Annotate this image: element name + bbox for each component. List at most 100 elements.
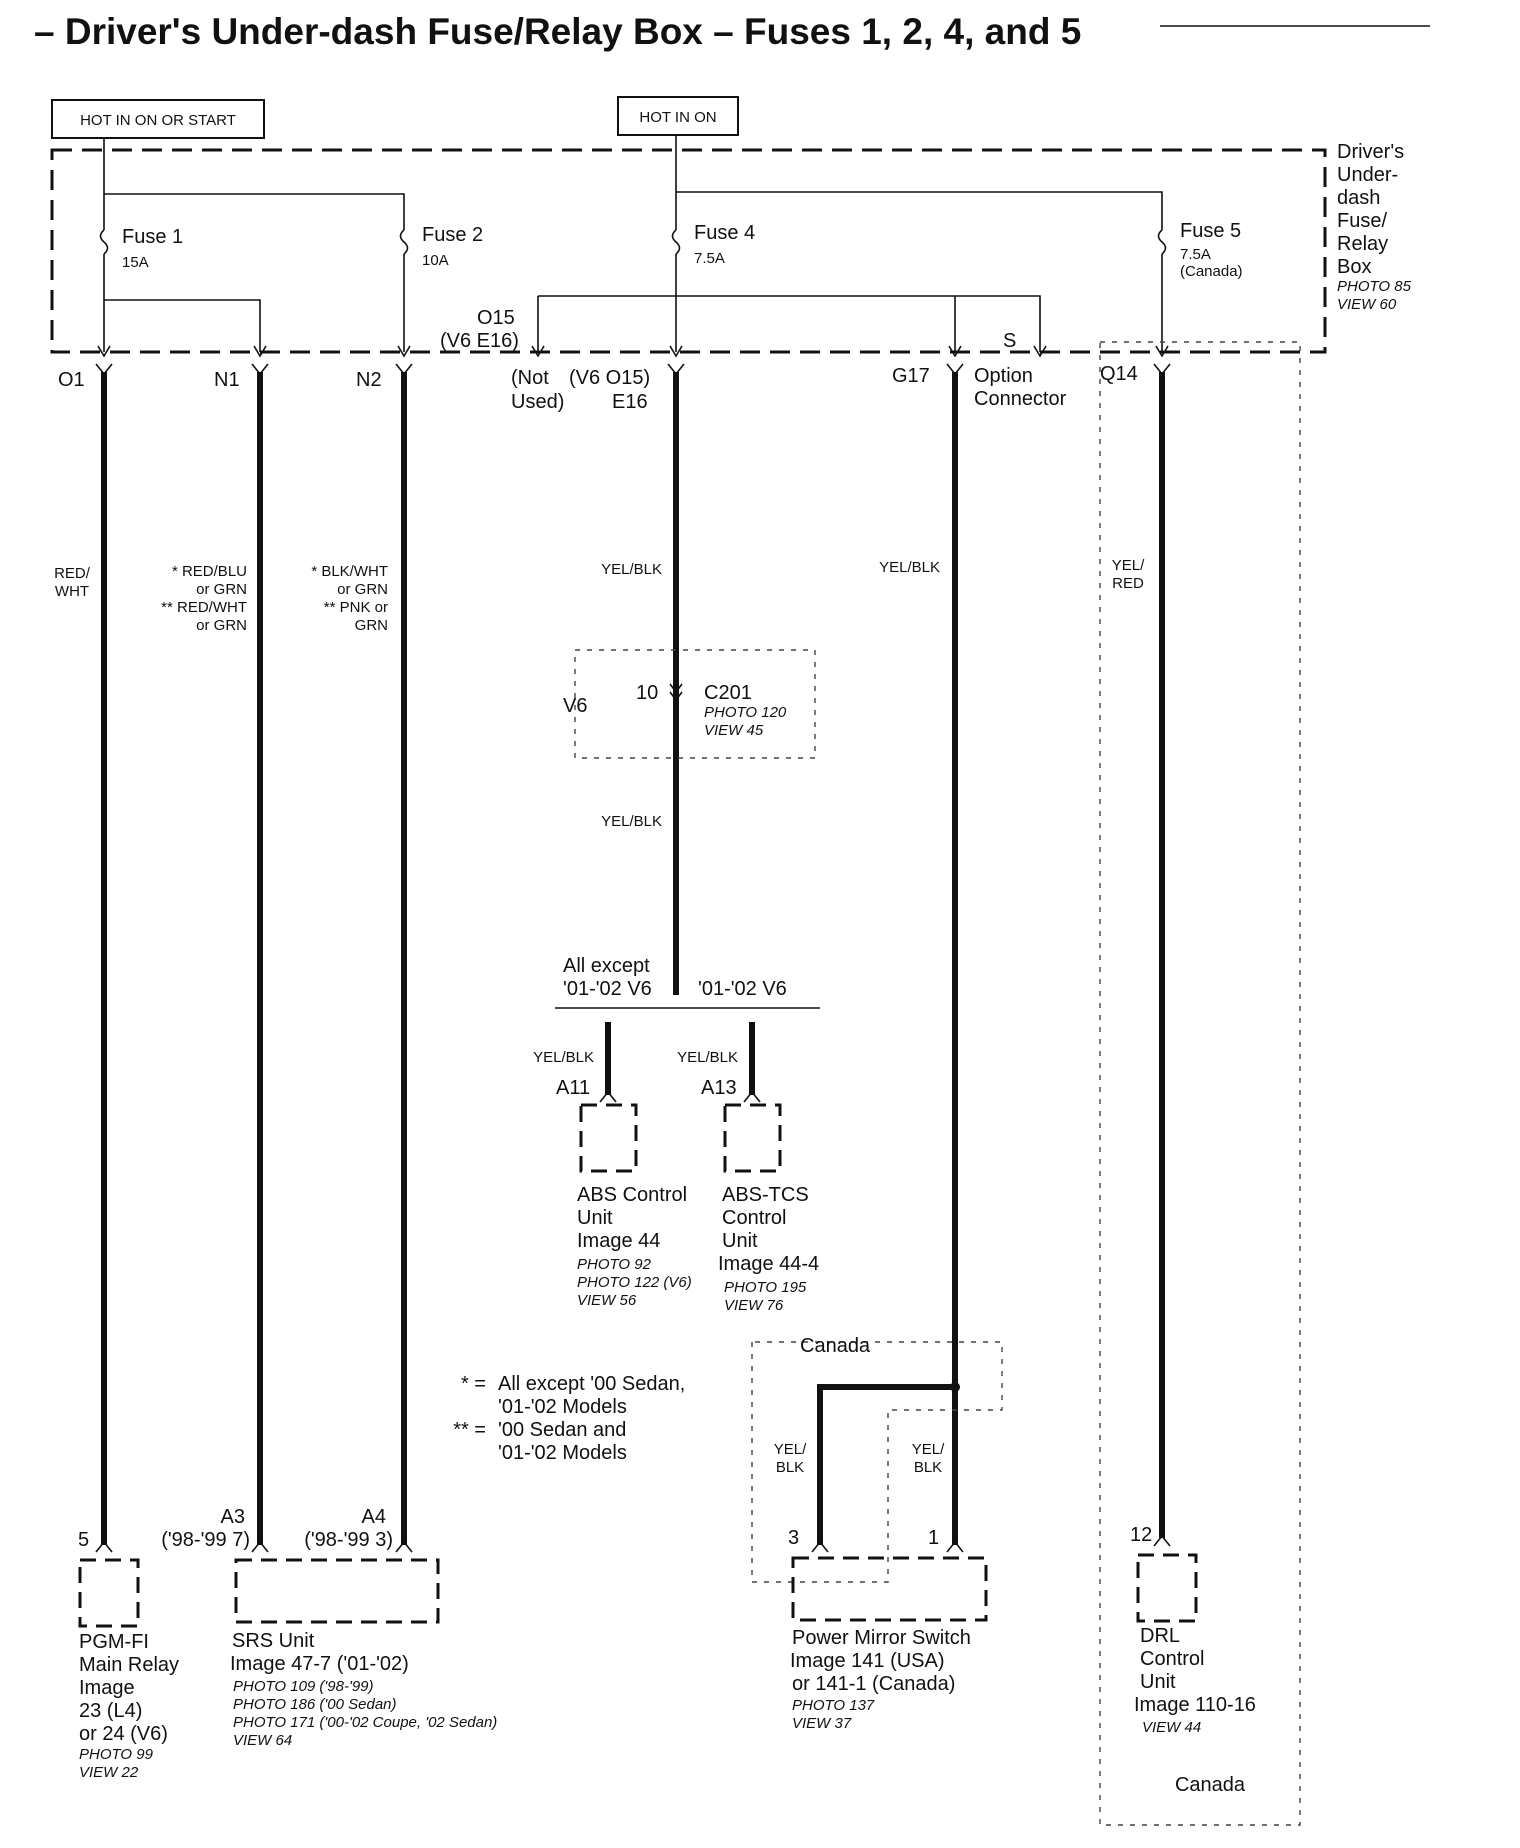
canada-mirror-region bbox=[751, 1341, 1003, 1583]
abs-tcs-label: ABS-TCS bbox=[722, 1184, 809, 1206]
note-star1-marker: * = bbox=[461, 1373, 486, 1395]
fuse-1-rating: 15A bbox=[122, 254, 149, 271]
pm-label: or 141-1 (Canada) bbox=[792, 1673, 955, 1695]
canada-bottom-label: Canada bbox=[1175, 1774, 1246, 1796]
c201-v6-label: V6 bbox=[563, 695, 587, 717]
terminal-g17: G17 bbox=[892, 365, 930, 387]
pm-view: VIEW 37 bbox=[792, 1715, 852, 1732]
terminal-o15-alt: (V6 E16) bbox=[440, 330, 519, 352]
drl-label: Image 110-16 bbox=[1134, 1694, 1256, 1716]
wire-color-n1: or GRN bbox=[196, 581, 247, 598]
fuse-1-branch bbox=[103, 299, 261, 352]
fuse-2-rating: 10A bbox=[422, 252, 449, 269]
box-name-line: Box bbox=[1337, 256, 1371, 278]
drl-view: VIEW 44 bbox=[1142, 1719, 1201, 1736]
fuse-5-note: (Canada) bbox=[1180, 263, 1243, 280]
abs-photo: PHOTO 122 (V6) bbox=[577, 1274, 692, 1291]
wire-color-pm3: YEL/ bbox=[774, 1441, 807, 1458]
wire-color-a11: YEL/BLK bbox=[533, 1049, 594, 1066]
split-right-label: '01-'02 V6 bbox=[698, 978, 787, 1000]
abs-tcs-pin: A13 bbox=[701, 1077, 737, 1099]
abs-tcs-label: Image 44-4 bbox=[718, 1253, 819, 1275]
terminal-o15: O15 bbox=[477, 307, 515, 329]
wire-color-n2: * BLK/WHT bbox=[311, 563, 388, 580]
fuse-4-5-bus bbox=[675, 135, 1163, 352]
box-pin-arrows bbox=[97, 345, 1169, 358]
c201-symbol bbox=[669, 683, 683, 702]
abs-label: Image 44 bbox=[577, 1230, 660, 1252]
abs-tcs-label: Control bbox=[722, 1207, 786, 1229]
drl-pin: 12 bbox=[1130, 1524, 1152, 1546]
pm-photo: PHOTO 137 bbox=[792, 1697, 875, 1714]
wire-color-pm3: BLK bbox=[776, 1459, 804, 1476]
wire-color-n2: GRN bbox=[355, 617, 388, 634]
pgm-label: Image bbox=[79, 1677, 135, 1699]
wire-color-g17: YEL/BLK bbox=[879, 559, 940, 576]
srs-pin-a4-alt: ('98-'99 3) bbox=[304, 1529, 393, 1551]
pm-pin-3: 3 bbox=[788, 1527, 799, 1549]
drl-control-unit-box bbox=[1136, 1553, 1198, 1623]
component-pin-arrows bbox=[95, 1534, 1171, 1553]
abs-pin-arrows bbox=[599, 1090, 761, 1103]
abs-pin: A11 bbox=[556, 1077, 590, 1099]
hot-in-on-box bbox=[617, 96, 739, 136]
pm-label: Image 141 (USA) bbox=[790, 1650, 945, 1672]
fuse-5-symbol bbox=[1157, 229, 1167, 255]
wire-color-q14: RED bbox=[1112, 575, 1144, 592]
abs-control-unit-box bbox=[579, 1103, 638, 1173]
srs-unit-box bbox=[234, 1558, 440, 1624]
abs-tcs-view: VIEW 76 bbox=[724, 1297, 784, 1314]
wire-color-n1: ** RED/WHT bbox=[161, 599, 247, 616]
abs-tcs-photo: PHOTO 195 bbox=[724, 1279, 807, 1296]
note-star2-marker: ** = bbox=[453, 1419, 486, 1441]
terminal-v6-o15: (V6 O15) bbox=[569, 367, 650, 389]
hot-in-on-or-start-label: HOT IN ON OR START bbox=[80, 112, 236, 129]
srs-view: VIEW 64 bbox=[233, 1732, 292, 1749]
wire-color-a13: YEL/BLK bbox=[677, 1049, 738, 1066]
fuse-1-symbol bbox=[99, 229, 109, 255]
abs-tcs-label: Unit bbox=[722, 1230, 758, 1252]
pgm-label: 23 (L4) bbox=[79, 1700, 142, 1722]
wire-color-e16-lower: YEL/BLK bbox=[601, 813, 662, 830]
pgm-view: VIEW 22 bbox=[79, 1764, 139, 1781]
wire-color-e16-upper: YEL/BLK bbox=[601, 561, 662, 578]
canada-region-label: Canada bbox=[800, 1335, 871, 1357]
pgm-label: or 24 (V6) bbox=[79, 1723, 168, 1745]
terminal-not-used: Used) bbox=[511, 391, 564, 413]
terminal-e16: E16 bbox=[612, 391, 648, 413]
fuse-1-2-bus bbox=[103, 138, 405, 352]
abs-label: ABS Control bbox=[577, 1184, 687, 1206]
hot-in-on-label: HOT IN ON bbox=[639, 109, 716, 126]
wire-color-n2: ** PNK or bbox=[324, 599, 388, 616]
srs-photo: PHOTO 109 ('98-'99) bbox=[233, 1678, 374, 1695]
wire-color-n2: or GRN bbox=[337, 581, 388, 598]
c201-photo: PHOTO 120 bbox=[704, 704, 787, 721]
fuse-4-symbol bbox=[671, 229, 681, 255]
box-name-line: Relay bbox=[1337, 233, 1388, 255]
canada-bottom-gap bbox=[1156, 1770, 1266, 1800]
srs-label: Image 47-7 ('01-'02) bbox=[230, 1653, 409, 1675]
wire-color-o1: RED/ bbox=[54, 565, 91, 582]
pm-label: Power Mirror Switch bbox=[792, 1627, 971, 1649]
srs-pin-a3: A3 bbox=[221, 1506, 245, 1528]
srs-photo: PHOTO 186 ('00 Sedan) bbox=[233, 1696, 397, 1713]
fuse-4-name: Fuse 4 bbox=[694, 222, 755, 244]
srs-photo: PHOTO 171 ('00-'02 Coupe, '02 Sedan) bbox=[233, 1714, 497, 1731]
fuse-5-name: Fuse 5 bbox=[1180, 220, 1241, 242]
c201-v6-region bbox=[574, 649, 816, 759]
split-left-label: All except bbox=[563, 955, 650, 977]
wire-pm3 bbox=[817, 1384, 955, 1545]
fuse-4-rating: 7.5A bbox=[694, 250, 725, 267]
fuse-4-branch bbox=[537, 295, 1041, 352]
canada-drl-region bbox=[1099, 341, 1301, 1826]
fuse-2-name: Fuse 2 bbox=[422, 224, 483, 246]
pgm-label: PGM-FI bbox=[79, 1631, 149, 1653]
pgm-label: Main Relay bbox=[79, 1654, 179, 1676]
c201-pin: 10 bbox=[636, 682, 658, 704]
option-connector-label: Connector bbox=[974, 388, 1067, 410]
pgm-fi-main-relay-box bbox=[78, 1558, 140, 1628]
pgm-photo: PHOTO 99 bbox=[79, 1746, 154, 1763]
pm-pin-1: 1 bbox=[928, 1527, 939, 1549]
note-star1-text: '01-'02 Models bbox=[498, 1396, 627, 1418]
